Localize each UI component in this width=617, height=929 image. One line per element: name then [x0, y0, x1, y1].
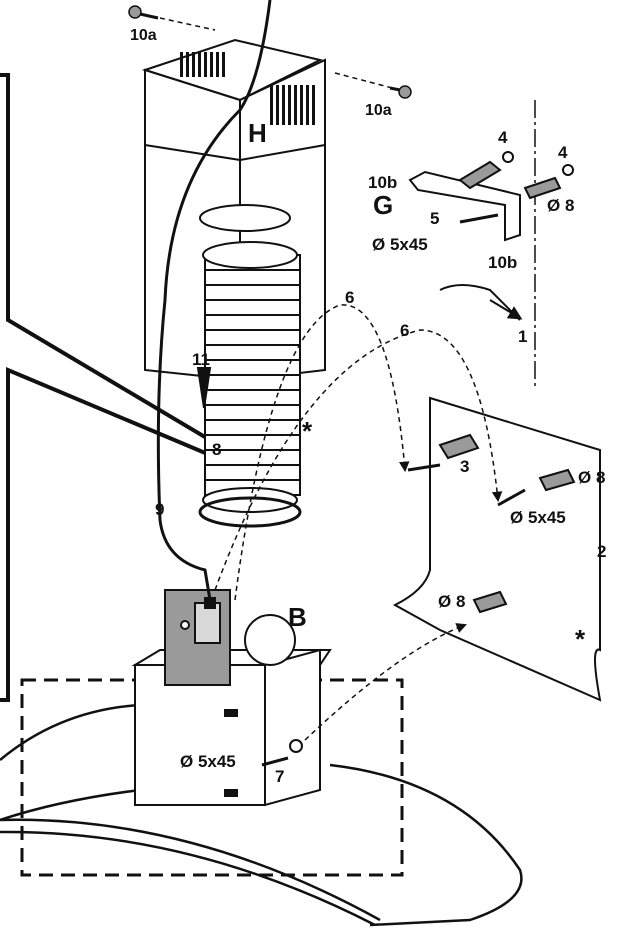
- label-dash-6-lower: 6: [400, 321, 409, 340]
- label-screw-right: Ø 5x45: [510, 508, 566, 527]
- label-asterisk-wall: *: [575, 624, 586, 654]
- screw-top-left: [128, 5, 159, 20]
- label-bracket-screw-5: 5: [430, 209, 439, 228]
- callout-frame: [0, 73, 212, 702]
- label-motor-b: B: [288, 602, 307, 632]
- label-10a-right: 10a: [365, 102, 392, 119]
- label-cable-9: 9: [155, 500, 164, 519]
- label-plug-3: 3: [460, 457, 469, 476]
- flexible-hose: [196, 204, 302, 528]
- label-plug-dia-right: Ø 8: [578, 468, 605, 487]
- motor-box: [131, 589, 332, 807]
- power-cable: [156, 0, 272, 601]
- label-bracket-2: 2: [597, 542, 606, 561]
- label-wall-10b: 10b: [488, 253, 517, 272]
- label-10a-left: 10a: [130, 27, 157, 44]
- label-bracket-10b: 10b: [368, 173, 397, 192]
- wall-panel: [392, 396, 602, 702]
- labels: 10a 10a H 4 4 10b G 5 Ø 8 Ø 5x45 10b 6 1…: [130, 27, 606, 786]
- bracket: [408, 151, 574, 321]
- label-motor-screw-7: 7: [275, 767, 284, 786]
- label-dash-6-upper: 6: [345, 288, 354, 307]
- screw-top-right: [389, 85, 412, 99]
- label-bracket-screw-size: Ø 5x45: [372, 235, 428, 254]
- label-arrow-11: 11: [192, 350, 210, 369]
- label-plug-4a: 4: [498, 128, 508, 147]
- label-asterisk-hose: *: [302, 416, 313, 446]
- guide-arrows: [159, 17, 503, 741]
- label-motor-screw-size: Ø 5x45: [180, 752, 236, 771]
- label-plug-4b: 4: [558, 143, 568, 162]
- label-bracket-g: G: [373, 190, 393, 220]
- label-plug-dia-bottom: Ø 8: [438, 592, 465, 611]
- label-hose-8: 8: [212, 440, 221, 459]
- label-chimney-h: H: [248, 118, 267, 148]
- label-mark-1: 1: [518, 327, 527, 346]
- label-plug-dia-top: Ø 8: [547, 196, 574, 215]
